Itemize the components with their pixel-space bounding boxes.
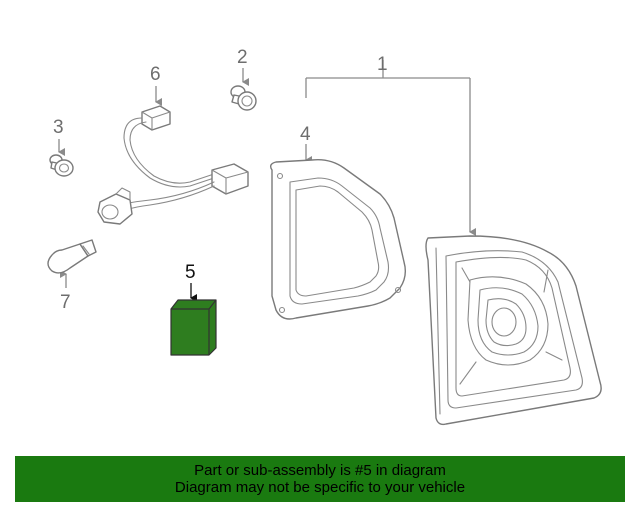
part-1-lamp-assembly[interactable] xyxy=(425,235,602,426)
part-3-clip[interactable] xyxy=(49,154,74,177)
part-2-clip[interactable] xyxy=(230,85,257,111)
info-banner: Part or sub-assembly is #5 in diagram Di… xyxy=(15,456,625,502)
part-4-gasket[interactable] xyxy=(269,158,407,320)
banner-line-2: Diagram may not be specific to your vehi… xyxy=(174,479,466,496)
callout-4: 4 xyxy=(300,124,311,145)
callout-2: 2 xyxy=(237,47,248,68)
callout-5: 5 xyxy=(185,262,196,283)
part-5-pad[interactable] xyxy=(170,299,217,356)
callout-7: 7 xyxy=(60,292,71,313)
callout-6: 6 xyxy=(150,64,161,85)
banner-line-1: Part or sub-assembly is #5 in diagram xyxy=(194,462,446,479)
callout-1: 1 xyxy=(377,54,388,75)
part-6-harness[interactable] xyxy=(97,105,249,225)
callout-3: 3 xyxy=(53,117,64,138)
callout-1-leader xyxy=(305,60,476,236)
part-7-bulb[interactable] xyxy=(47,239,97,274)
